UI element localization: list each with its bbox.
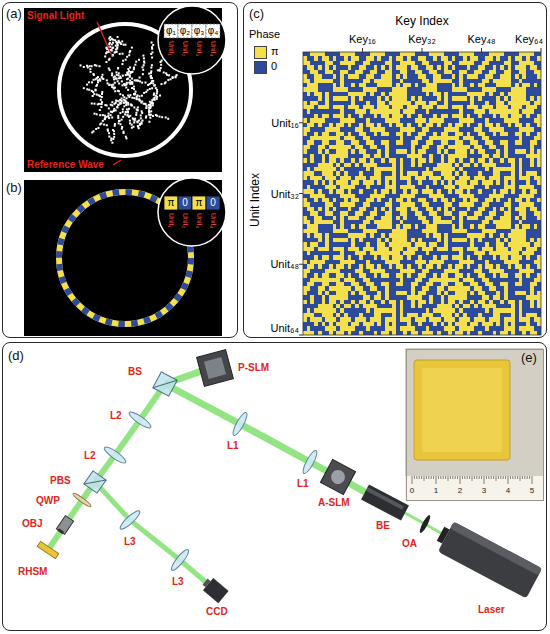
figure-ground: (a)(b)(c)(d)(e) Signal LightReference Wa… bbox=[0, 0, 550, 634]
